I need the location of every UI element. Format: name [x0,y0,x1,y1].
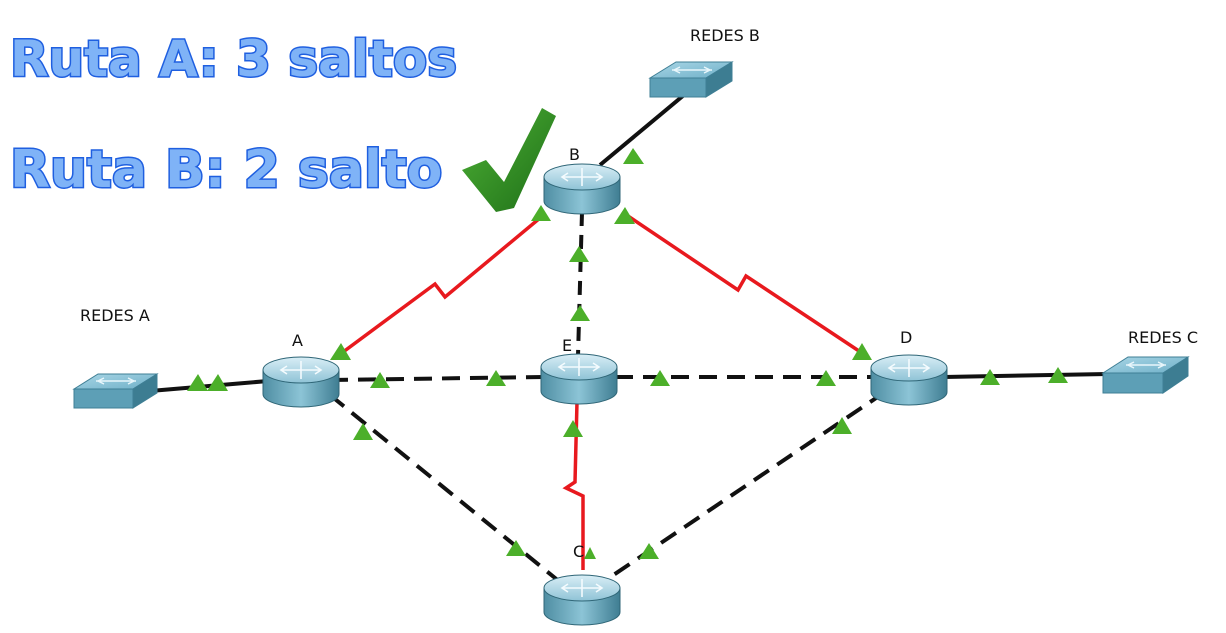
route-a-caption: Ruta A: 3 saltos [8,29,458,90]
ethernet-link-b-e [576,211,584,357]
link-status-indicator [570,305,590,321]
link-status-indicator [330,343,351,360]
link-status-indicator [531,205,551,221]
ethernet-link-a-e [329,375,546,382]
link-status-indicator [353,423,373,440]
network-label-redes-c: REDES C [1128,328,1199,347]
link-status-indicator [486,370,506,386]
router-c[interactable] [543,574,621,626]
ethernet-link-redes-a-a [149,379,269,393]
link-status-indicator [584,547,596,559]
ethernet-link-a-c [328,393,562,584]
link-status-indicator [187,374,208,391]
switch-redes-b[interactable] [648,61,734,98]
ethernet-link-b-redes-b [598,88,692,167]
router-label-c: C [573,542,585,561]
router-a[interactable] [262,356,340,408]
route-b-caption: Ruta B: 2 salto [8,139,443,202]
link-status-indicator [207,374,228,391]
link-status-indicator [623,148,644,164]
serial-link-b-d [621,210,869,359]
router-e[interactable] [540,353,618,405]
router-b[interactable] [543,163,621,215]
router-d[interactable] [870,354,948,406]
router-label-e: E [562,336,573,355]
link-status-indicator [1048,367,1068,383]
link-status-indicator [569,246,589,262]
link-status-indicator [614,207,635,224]
serial-link-a-b [333,216,542,360]
link-status-indicator [639,543,659,559]
router-label-b: B [569,145,580,164]
link-status-indicator [650,370,670,386]
network-label-redes-b: REDES B [690,26,760,45]
checkmark-icon [462,108,556,212]
switch-redes-c[interactable] [1101,356,1190,394]
router-label-d: D [900,328,913,347]
link-status-indicator [816,370,836,386]
link-status-indicator [506,540,526,556]
serial-link-e-c [562,401,585,570]
network-label-redes-a: REDES A [80,306,150,325]
link-status-indicator [563,420,583,437]
router-label-a: A [292,331,303,350]
link-status-indicator [832,417,852,434]
link-status-indicator [852,343,872,360]
ethernet-link-d-redes-c [943,372,1109,379]
link-status-indicator [370,372,390,388]
link-status-indicator [980,369,1000,385]
switch-redes-a[interactable] [72,373,159,409]
